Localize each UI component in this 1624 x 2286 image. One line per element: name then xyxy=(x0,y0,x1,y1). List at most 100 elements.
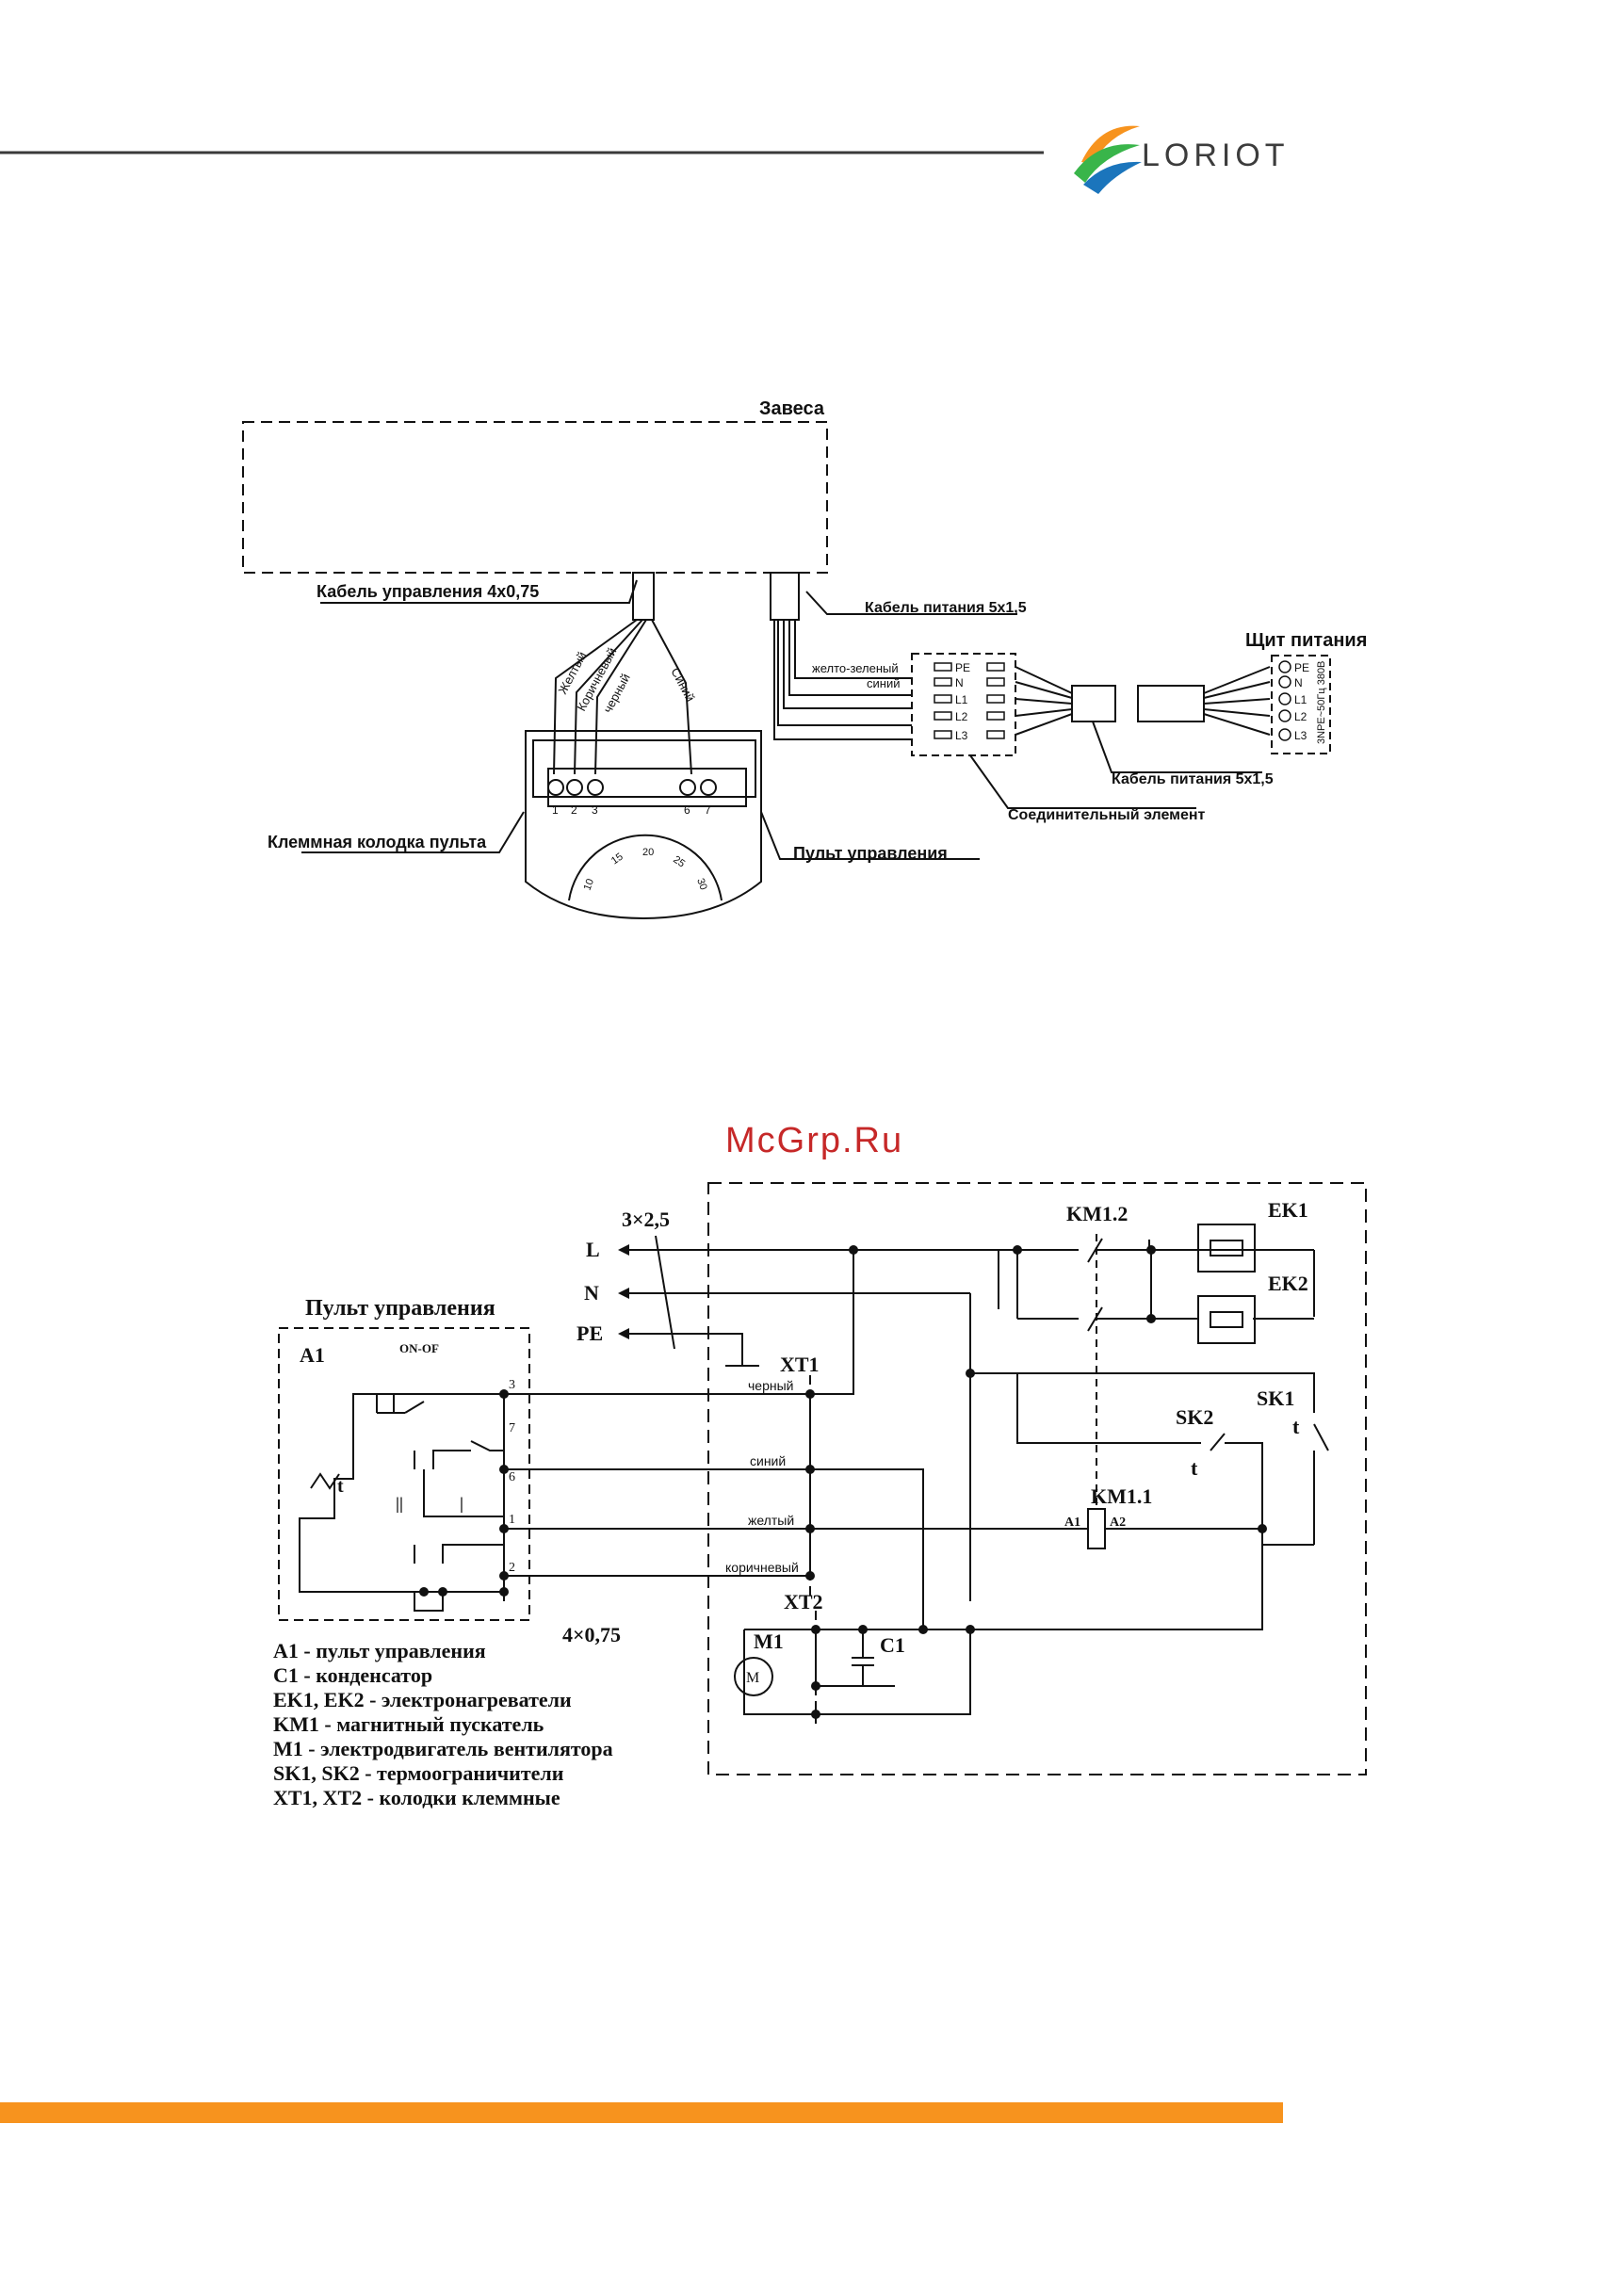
motor-m1 xyxy=(734,1657,773,1696)
loriot-logo: LORIOT xyxy=(1074,125,1285,194)
legend-item: A1 - пульт управления xyxy=(273,1639,486,1662)
dial-10: 10 xyxy=(582,877,596,892)
xt1-label: XT1 xyxy=(780,1353,820,1376)
xt2-label: XT2 xyxy=(784,1590,823,1613)
connector-box xyxy=(911,653,1016,756)
sk1-t-label: t xyxy=(1292,1415,1300,1438)
c1-label: C1 xyxy=(880,1633,905,1657)
on-off-label: ON-OF xyxy=(399,1341,439,1355)
remote-terminal-numbers: 1 2 3 6 7 xyxy=(552,803,711,817)
bus-n-label: N xyxy=(584,1281,599,1305)
dial-20: 20 xyxy=(642,847,654,858)
term-l2: L2 xyxy=(955,710,968,723)
rt2-2: 2 xyxy=(509,1561,515,1575)
power-cable-pointer xyxy=(805,591,1017,615)
roman-1-label: | xyxy=(460,1494,463,1513)
terminal-block-label: Клеммная колодка пульта xyxy=(268,833,487,851)
panel-term-pe: PE xyxy=(1294,661,1309,674)
legend-item: C1 - конденсатор xyxy=(273,1663,432,1687)
rt-7: 7 xyxy=(705,803,711,817)
remote-box xyxy=(278,1327,530,1621)
ek1-label: EK1 xyxy=(1268,1198,1308,1222)
rt2-1: 1 xyxy=(509,1513,515,1527)
supply-arrows xyxy=(618,1244,629,1339)
coil-a2-label: A2 xyxy=(1110,1516,1126,1530)
power-cable-label-2: Кабель питания 5х1,5 xyxy=(1112,771,1274,787)
term-l1: L1 xyxy=(955,693,968,706)
connector-terminal-labels: PE N L1 L2 L3 xyxy=(955,661,970,742)
sk2-t-label: t xyxy=(1191,1456,1198,1480)
panel-term-l3: L3 xyxy=(1294,729,1307,742)
panel-term-l1: L1 xyxy=(1294,693,1307,706)
wire-blue2-label: синий xyxy=(867,676,900,690)
remote-body xyxy=(525,730,762,920)
rt2-3: 3 xyxy=(509,1378,515,1392)
sk1-label: SK1 xyxy=(1257,1386,1294,1410)
legend: A1 - пульт управления C1 - конденсатор E… xyxy=(273,1639,613,1809)
panel-vertical-label: 3NPE~50Гц 380В xyxy=(1316,661,1327,744)
dial-ticks: 10 15 20 25 30 xyxy=(582,847,709,892)
diagram-wiring xyxy=(242,421,1331,920)
control-cable-label: Кабель управления 4х0,75 xyxy=(317,582,539,601)
power-cable xyxy=(770,572,800,621)
remote-term-numbers: 3 7 6 1 2 xyxy=(509,1378,515,1575)
rt-2: 2 xyxy=(571,803,577,817)
wire-brown: коричневый xyxy=(725,1560,799,1575)
cable-4-label: 4×0,75 xyxy=(562,1623,621,1646)
dial-25: 25 xyxy=(671,854,687,870)
remote-title: Пульт управления xyxy=(305,1296,495,1321)
rt2-7: 7 xyxy=(509,1421,515,1435)
remote-label: Пульт управления xyxy=(793,844,948,863)
legend-item: M1 - электродвигатель вентилятора xyxy=(273,1737,613,1760)
wire-yg-label: желто-зеленый xyxy=(812,661,899,675)
term-n: N xyxy=(955,676,964,689)
motor-m-label: M xyxy=(746,1670,759,1686)
dial-30: 30 xyxy=(694,877,708,892)
dial-15: 15 xyxy=(609,851,625,867)
rt-1: 1 xyxy=(552,803,559,817)
cable-3-label: 3×2,5 xyxy=(622,1208,670,1231)
sk2-label: SK2 xyxy=(1176,1405,1213,1429)
panel-term-l2: L2 xyxy=(1294,710,1307,723)
bus-l-label: L xyxy=(586,1238,600,1261)
panel-terminal-labels: PE N L1 L2 L3 xyxy=(1294,661,1309,742)
term-l3: L3 xyxy=(955,729,968,742)
a1-label: A1 xyxy=(300,1343,325,1367)
power-cable-label: Кабель питания 5х1,5 xyxy=(865,600,1027,616)
km11-coil xyxy=(1087,1508,1106,1549)
control-cable xyxy=(632,572,655,621)
power-panel xyxy=(1271,655,1331,754)
curtain-box xyxy=(242,421,828,574)
watermark: McGrp.Ru xyxy=(725,1121,903,1160)
schematic-junctions xyxy=(419,1245,1267,1719)
km11-label: KM1.1 xyxy=(1091,1484,1152,1508)
wire-blue-label: Синий xyxy=(668,665,697,704)
control-cable-pointer xyxy=(320,579,638,604)
roman-2-label: || xyxy=(396,1494,403,1513)
bus-pe-label: PE xyxy=(577,1321,603,1345)
panel-screws xyxy=(1278,660,1291,741)
remote-dial xyxy=(568,834,723,901)
logo-mark-icon xyxy=(1074,125,1142,194)
ek2-box xyxy=(1197,1295,1256,1344)
ek2-label: EK2 xyxy=(1268,1272,1308,1295)
remote-t-label: t xyxy=(337,1476,344,1497)
rt2-6: 6 xyxy=(509,1470,515,1484)
panel-term-n: N xyxy=(1294,676,1303,689)
wire-labels: черный синий желтый коричневый xyxy=(725,1378,799,1575)
wire-blue: синий xyxy=(750,1453,786,1468)
panel-label: Щит питания xyxy=(1245,630,1367,651)
legend-item: XT1, XT2 - колодки клеммные xyxy=(273,1786,560,1809)
rt-6: 6 xyxy=(684,803,690,817)
wire-black: черный xyxy=(748,1378,793,1393)
legend-item: EK1, EK2 - электронагреватели xyxy=(273,1688,572,1711)
curtain-label: Завеса xyxy=(759,398,825,419)
connector-pins xyxy=(934,662,1005,739)
term-pe: PE xyxy=(955,661,970,674)
remote-screws xyxy=(547,779,717,796)
coil-a1-label: A1 xyxy=(1064,1516,1080,1530)
unit-box xyxy=(707,1182,1367,1775)
ek1-box xyxy=(1197,1224,1256,1273)
diagram-schematic xyxy=(278,1182,1367,1775)
